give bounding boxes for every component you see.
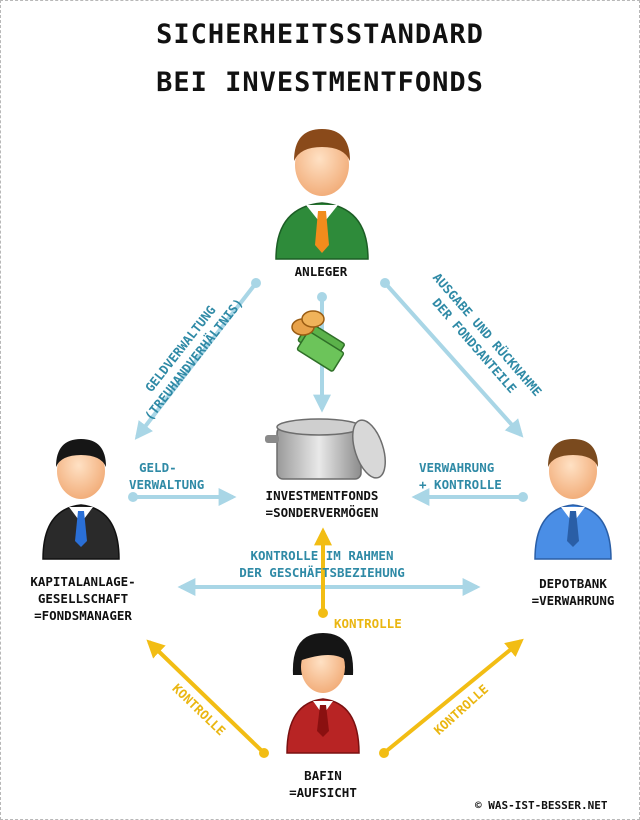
arrow-depot-to-fonds [411,488,528,506]
node-bafin-line2: =AUFSICHT [289,785,357,800]
arrow-bafin-to-depot [379,638,524,758]
node-kag-line3: =FONDSMANAGER [34,608,132,623]
copyright-notice: © WAS-IST-BESSER.NET [475,799,608,812]
node-kag-line1: KAPITALANLAGE- [30,574,136,589]
node-bafin-label: BAFIN =AUFSICHT [271,767,375,801]
depotbank-person-icon [534,439,612,560]
cooking-pot-icon [265,418,386,480]
arrow-bafin-to-fonds [314,527,332,618]
anleger-person-icon [275,129,369,260]
edge-verwahrung-line2: + KONTROLLE [419,477,502,492]
arrow-bafin-to-kag [146,639,269,758]
bafin-person-icon [286,633,360,754]
arrow-anleger-to-depot [380,278,524,438]
edge-kontrolle-rahmen-line1: KONTROLLE IM RAHMEN [250,548,394,563]
title-line-2: BEI INVESTMENTFONDS [156,67,484,98]
node-depot-line1: DEPOTBANK [539,576,607,591]
title-line-1: SICHERHEITSSTANDARD [156,19,484,50]
kag-person-icon [42,439,120,560]
node-kag-label: KAPITALANLAGE- GESELLSCHAFT =FONDSMANAGE… [5,573,161,624]
arrow-anleger-to-kag [134,278,261,440]
node-fonds-line1: INVESTMENTFONDS [265,488,379,503]
edge-geldverwaltung-line1: GELD- [139,460,177,475]
arrow-kag-to-fonds [128,488,237,506]
edge-verwahrung-label: VERWAHRUNG + KONTROLLE [419,459,502,493]
edge-kontrolle-rahmen-label: KONTROLLE IM RAHMEN DER GESCHÄFTSBEZIEHU… [197,547,447,581]
edge-kontrolle-rahmen-line2: DER GESCHÄFTSBEZIEHUNG [239,565,405,580]
edge-geldverwaltung-line2: VERWALTUNG [129,477,205,492]
money-icon [291,310,345,372]
node-depot-label: DEPOTBANK =VERWAHRUNG [509,575,637,609]
node-depot-line2: =VERWAHRUNG [531,593,615,608]
node-kag-line2: GESELLSCHAFT [37,591,129,606]
node-fonds-line2: =SONDERVERMÖGEN [265,505,379,520]
edge-verwahrung-line1: VERWAHRUNG [419,460,495,475]
edge-kontrolle-center-label: KONTROLLE [334,616,402,631]
node-bafin-line1: BAFIN [304,768,342,783]
edge-geldverwaltung-label: GELD- VERWALTUNG [129,459,204,493]
node-anleger-label: ANLEGER [294,264,348,279]
node-fonds-label: INVESTMENTFONDS =SONDERVERMÖGEN [237,487,407,521]
